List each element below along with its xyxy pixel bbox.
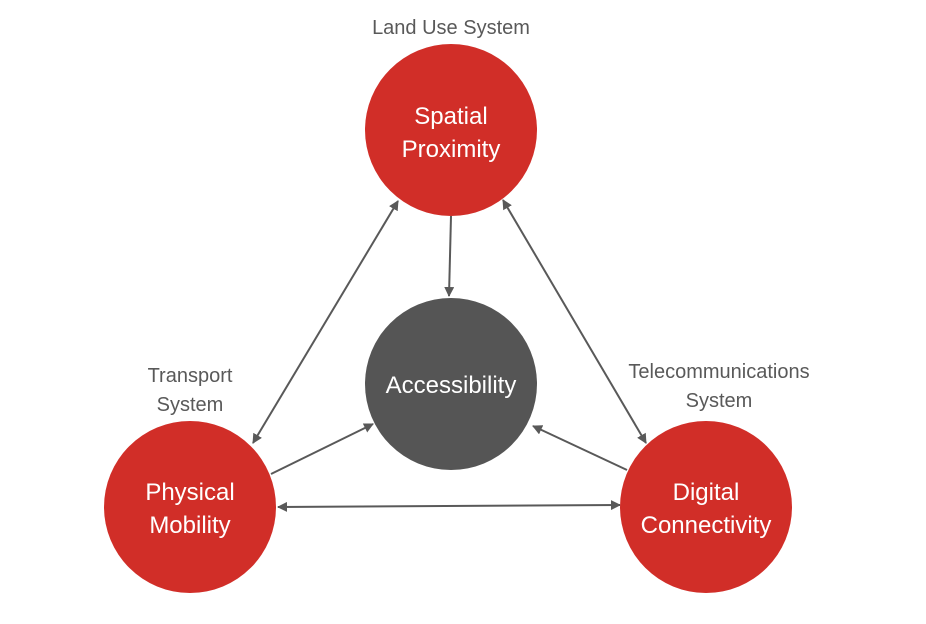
telecom-system-label-line2: System bbox=[686, 390, 753, 412]
edge-physical-to-accessibility bbox=[270, 423, 374, 475]
spatial-proximity-circle bbox=[365, 44, 537, 216]
land-use-system-label: Land Use System bbox=[372, 17, 530, 39]
transport-system-label-line2: System bbox=[157, 394, 224, 416]
edge-digital-to-accessibility bbox=[532, 425, 628, 471]
physical-mobility-line1: Physical bbox=[145, 479, 234, 506]
node-physical-mobility: Physical Mobility bbox=[104, 421, 276, 593]
spatial-proximity-line2: Proximity bbox=[402, 136, 501, 163]
edge-spatial-digital bbox=[502, 199, 647, 444]
telecom-system-label-line1: Telecommunications bbox=[628, 361, 809, 383]
node-accessibility: Accessibility bbox=[365, 298, 537, 470]
digital-connectivity-line1: Digital bbox=[673, 479, 740, 506]
edges bbox=[252, 199, 647, 512]
spatial-proximity-line1: Spatial bbox=[414, 103, 487, 130]
accessibility-label: Accessibility bbox=[386, 372, 517, 399]
physical-mobility-line2: Mobility bbox=[149, 512, 230, 539]
digital-connectivity-line2: Connectivity bbox=[641, 512, 772, 539]
edge-spatial-to-accessibility bbox=[444, 215, 455, 297]
edge-physical-digital bbox=[277, 500, 621, 512]
physical-mobility-circle bbox=[104, 421, 276, 593]
digital-connectivity-circle bbox=[620, 421, 792, 593]
node-spatial-proximity: Spatial Proximity bbox=[365, 44, 537, 216]
accessibility-circle bbox=[365, 298, 537, 470]
node-digital-connectivity: Digital Connectivity bbox=[620, 421, 792, 593]
transport-system-label-line1: Transport bbox=[148, 365, 233, 387]
edge-spatial-physical bbox=[252, 200, 399, 444]
